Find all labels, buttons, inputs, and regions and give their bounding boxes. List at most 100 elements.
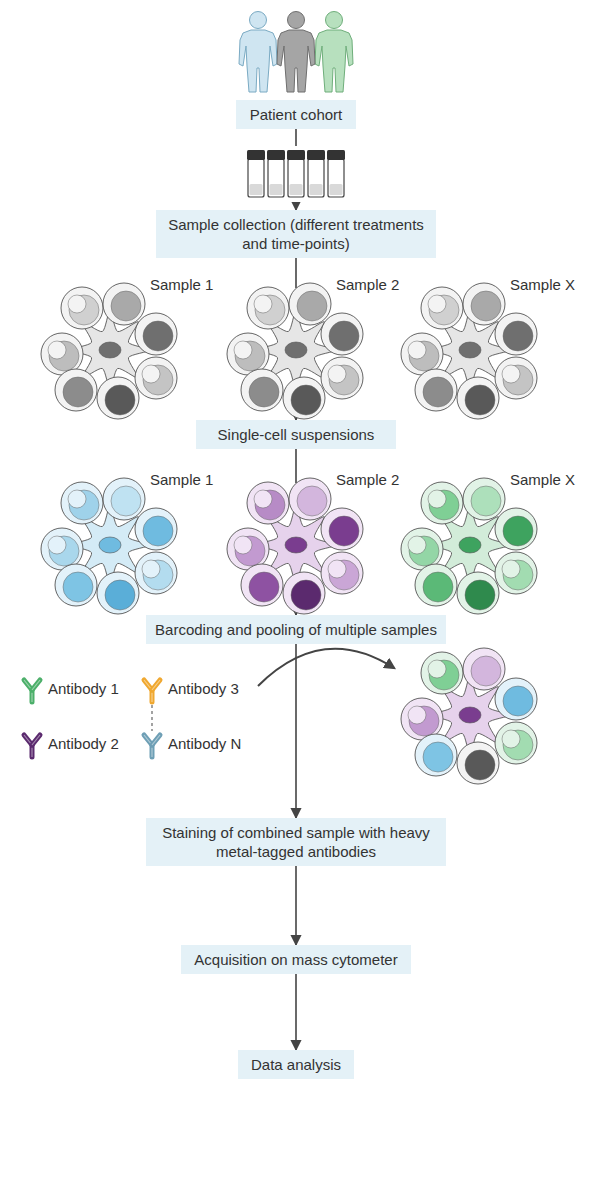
antibody-chain <box>32 680 40 690</box>
patient-head <box>250 12 267 29</box>
sample-vials <box>244 146 348 202</box>
immune-cell <box>421 652 463 694</box>
step-text: Staining of combined sample with heavy m… <box>154 823 438 861</box>
nucleus-indent <box>408 706 426 724</box>
cell-nucleus <box>143 560 173 590</box>
antibody-chain <box>152 680 160 690</box>
immune-cell <box>415 734 457 776</box>
antibody-icon <box>144 735 160 757</box>
cell-nucleus <box>329 365 359 395</box>
cell-nucleus <box>105 580 135 610</box>
sample-label: Sample X <box>510 471 575 489</box>
cell-nucleus <box>249 572 279 602</box>
immune-cell <box>241 369 283 411</box>
cell-nucleus <box>297 486 327 516</box>
cell-nucleus <box>111 291 141 321</box>
immune-cell <box>463 648 505 690</box>
cell-nucleus <box>409 341 439 371</box>
dendritic-nucleus <box>459 537 481 553</box>
nucleus-indent <box>428 490 446 508</box>
immune-cell <box>289 478 331 520</box>
antibody-chain <box>152 735 160 745</box>
cell-nucleus <box>297 291 327 321</box>
dendritic-nucleus <box>285 342 307 358</box>
nucleus-indent <box>428 295 446 313</box>
vial-body <box>328 159 344 197</box>
immune-cell <box>61 287 103 329</box>
cell-nucleus <box>503 516 533 546</box>
cell-nucleus <box>249 377 279 407</box>
vial-cap <box>327 150 345 160</box>
nucleus-indent <box>48 536 66 554</box>
sample-label: Sample 1 <box>150 276 213 294</box>
antibody-chain <box>32 735 40 745</box>
cell-nucleus <box>429 490 459 520</box>
vial-cap <box>287 150 305 160</box>
step-text: Sample collection (different treatments … <box>164 215 428 253</box>
step-text: Data analysis <box>246 1055 346 1074</box>
antibody-highlight <box>32 680 40 690</box>
nucleus-indent <box>428 660 446 678</box>
cell-cluster <box>41 283 177 419</box>
patient-body <box>239 30 277 92</box>
dendritic-nucleus <box>285 537 307 553</box>
immune-cell <box>457 742 499 784</box>
vial-content <box>330 184 343 195</box>
immune-cell <box>495 722 537 764</box>
flow-arrow <box>295 866 297 945</box>
cell-nucleus <box>429 295 459 325</box>
vial-cap <box>307 150 325 160</box>
cell-nucleus <box>429 660 459 690</box>
nucleus-indent <box>142 560 160 578</box>
immune-cell <box>283 572 325 614</box>
immune-cell <box>495 508 537 550</box>
cell-nucleus <box>49 536 79 566</box>
antibody-label: Antibody 3 <box>168 680 239 698</box>
immune-cell <box>463 478 505 520</box>
nucleus-indent <box>408 536 426 554</box>
immune-cell <box>321 313 363 355</box>
sample-label: Sample 2 <box>336 276 399 294</box>
nucleus-indent <box>254 295 272 313</box>
nucleus-indent <box>234 341 252 359</box>
immune-cell <box>421 482 463 524</box>
immune-cell <box>415 369 457 411</box>
patient-figure <box>315 12 353 93</box>
immune-cell <box>61 482 103 524</box>
cell-nucleus <box>143 321 173 351</box>
flow-arrow <box>295 974 297 1050</box>
nucleus-indent <box>328 560 346 578</box>
dendritic-nucleus <box>459 707 481 723</box>
cell-nucleus <box>111 486 141 516</box>
cell-cluster <box>401 283 537 419</box>
cell-nucleus <box>503 321 533 351</box>
sample-label: Sample 1 <box>150 471 213 489</box>
vial-body <box>308 159 324 197</box>
cell-nucleus <box>503 365 533 395</box>
nucleus-indent <box>254 490 272 508</box>
process-box: Staining of combined sample with heavy m… <box>146 818 446 866</box>
cell-nucleus <box>291 385 321 415</box>
step-text: Patient cohort <box>244 105 348 124</box>
antibody-icon <box>144 680 160 702</box>
immune-cell <box>135 313 177 355</box>
immune-cell <box>415 564 457 606</box>
antibody-highlight <box>152 680 160 690</box>
immune-cell <box>321 508 363 550</box>
cell-nucleus <box>503 560 533 590</box>
patient-head <box>326 12 343 29</box>
patient-figure <box>277 12 315 93</box>
dendritic-nucleus <box>99 342 121 358</box>
cell-cluster <box>227 478 363 614</box>
sample-label: Sample X <box>510 276 575 294</box>
immune-cell <box>283 377 325 419</box>
cell-nucleus <box>329 516 359 546</box>
immune-cell <box>495 678 537 720</box>
antibody-label: Antibody 2 <box>48 735 119 753</box>
immune-cell <box>247 482 289 524</box>
nucleus-indent <box>68 295 86 313</box>
immune-cell <box>103 283 145 325</box>
process-box: Barcoding and pooling of multiple sample… <box>146 615 446 644</box>
cell-nucleus <box>49 341 79 371</box>
process-box: Patient cohort <box>236 100 356 129</box>
